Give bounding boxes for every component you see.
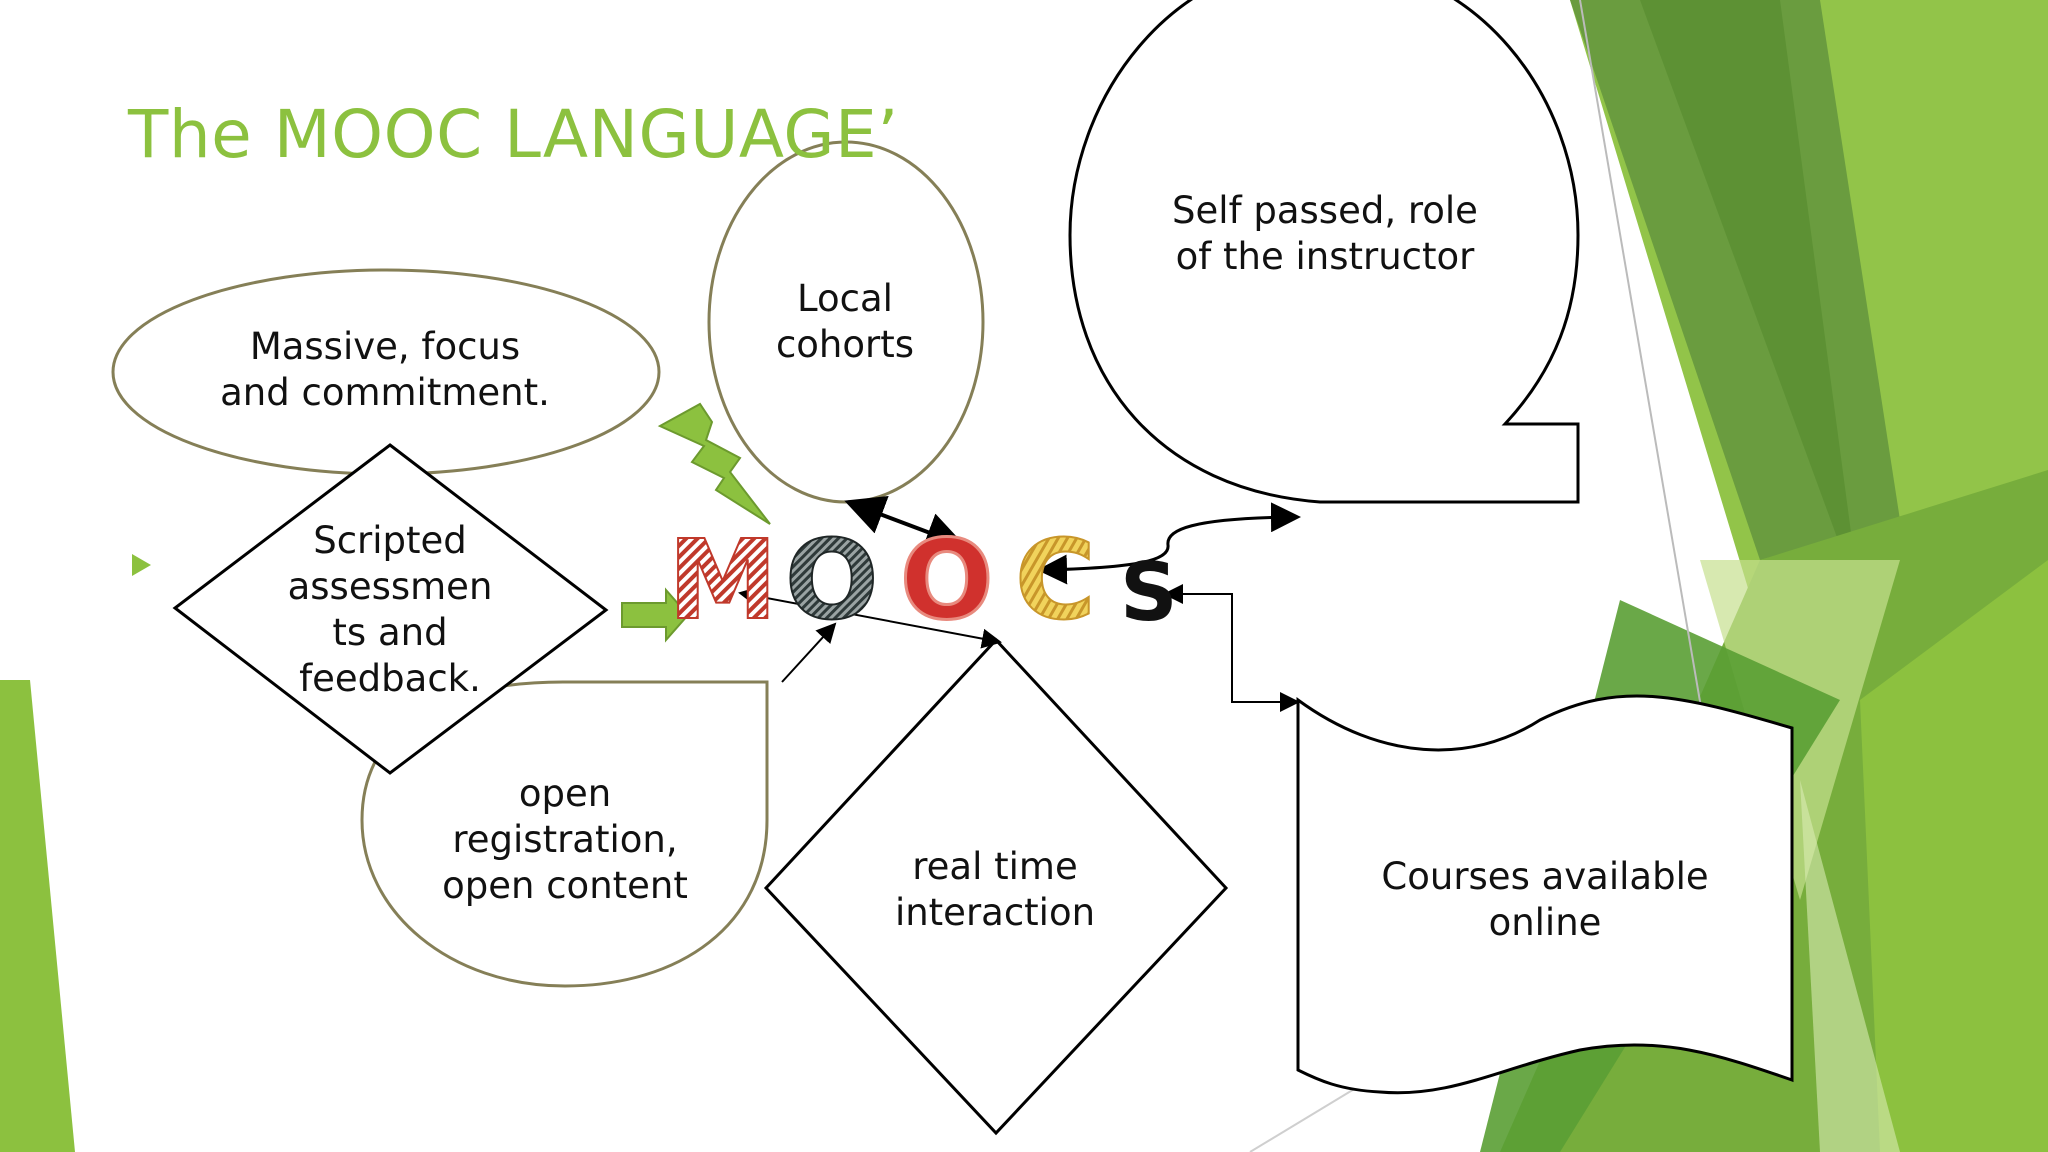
self-paced-callout: [1068, 0, 1580, 504]
bullet-arrow-icon: [132, 554, 151, 576]
local-cohorts-label: Local cohorts: [775, 277, 915, 366]
mooc-letter: O: [900, 516, 994, 644]
mooc-letter: C: [1015, 516, 1096, 644]
mooc-letter: S: [1120, 546, 1178, 639]
courses-shape: [1296, 694, 1794, 1095]
real-time-label: real time interaction: [894, 845, 1096, 934]
mooc-letter: O: [785, 516, 879, 644]
massive-label: Massive, focus and commitment.: [220, 325, 550, 414]
lightning-bolt-icon: [657, 402, 771, 525]
connectors: [738, 495, 1301, 712]
real-time-shape: [763, 637, 1229, 1136]
scripted-assessment-shape: [172, 443, 609, 775]
slide-title: The MOOC LANGUAGE’: [128, 96, 899, 173]
moocs-word: M O O C S: [667, 515, 1178, 646]
courses-label: Courses available online: [1381, 855, 1709, 944]
self-paced-label: Self passed, role of the instructor: [1172, 189, 1478, 278]
open-registration-label: open registration, open content: [442, 772, 688, 907]
scripted-assessment-label: Scripted assessmen ts and feedback.: [287, 519, 493, 700]
block-arrow-icon: [621, 587, 690, 643]
mooc-letter: M: [668, 516, 777, 644]
